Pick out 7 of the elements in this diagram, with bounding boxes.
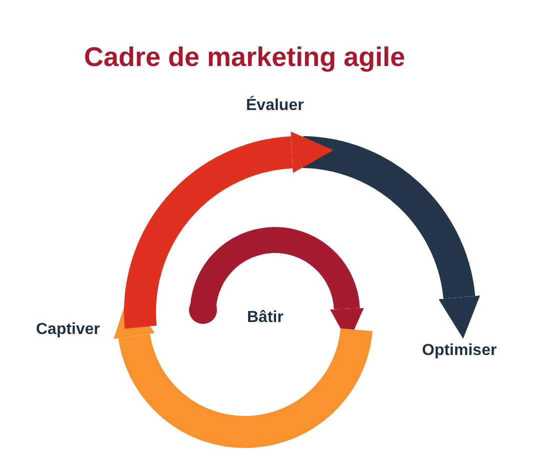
diagram-title: Cadre de marketing agile xyxy=(84,42,406,73)
stage-label: Captiver xyxy=(36,321,100,339)
curved-arrow xyxy=(302,136,480,338)
curved-arrow xyxy=(124,132,334,328)
stage-label: Évaluer xyxy=(246,97,304,115)
stage-label: Bâtir xyxy=(247,309,284,327)
stage-label: Optimiser xyxy=(422,342,497,360)
